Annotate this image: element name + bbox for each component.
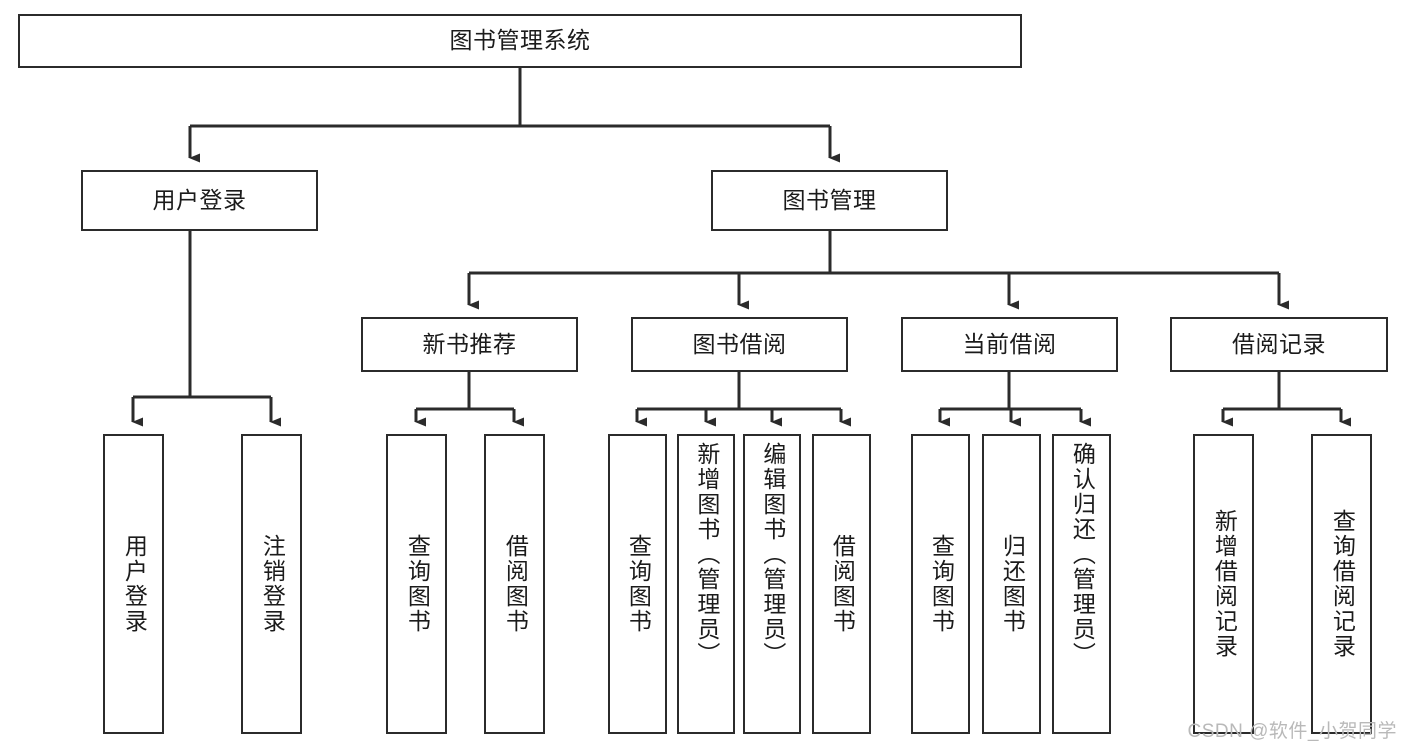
leaf-query-book-borrow-label: 查询图书	[625, 534, 652, 634]
node-borrow-record[interactable]: 借阅记录	[1170, 317, 1388, 372]
leaf-borrow-book-recommend[interactable]: 借阅图书	[484, 434, 545, 734]
leaf-edit-book-admin[interactable]: 编辑图书（管理员）	[743, 434, 801, 734]
leaf-borrow-book-label: 借阅图书	[829, 534, 856, 634]
leaf-add-borrow-record-label: 新增借阅记录	[1211, 509, 1238, 659]
leaf-logout[interactable]: 注销登录	[241, 434, 302, 734]
leaf-user-login[interactable]: 用户登录	[103, 434, 164, 734]
watermark: CSDN @软件_小贺同学	[1187, 721, 1397, 742]
leaf-return-book[interactable]: 归还图书	[982, 434, 1041, 734]
node-root[interactable]: 图书管理系统	[18, 14, 1022, 68]
leaf-query-book-recommend[interactable]: 查询图书	[386, 434, 447, 734]
leaf-query-borrow-record-label: 查询借阅记录	[1329, 509, 1356, 659]
node-borrow-record-label: 借阅记录	[1232, 330, 1326, 357]
node-new-book-recommend-label: 新书推荐	[422, 330, 517, 357]
leaf-confirm-return-admin[interactable]: 确认归还（管理员）	[1052, 434, 1111, 734]
leaf-query-borrow-record[interactable]: 查询借阅记录	[1311, 434, 1372, 734]
leaf-query-book-borrow[interactable]: 查询图书	[608, 434, 667, 734]
node-book-management-label: 图书管理	[782, 186, 877, 213]
node-current-borrow-label: 当前借阅	[962, 330, 1057, 357]
node-root-label: 图书管理系统	[449, 27, 591, 54]
leaf-add-borrow-record[interactable]: 新增借阅记录	[1193, 434, 1254, 734]
leaf-borrow-book[interactable]: 借阅图书	[812, 434, 871, 734]
node-user-login-label: 用户登录	[152, 186, 247, 213]
node-current-borrow[interactable]: 当前借阅	[901, 317, 1118, 372]
leaf-add-book-admin-label: 新增图书（管理员）	[693, 442, 720, 667]
leaf-borrow-book-recommend-label: 借阅图书	[502, 534, 529, 634]
node-book-borrow[interactable]: 图书借阅	[631, 317, 848, 372]
node-book-management[interactable]: 图书管理	[711, 170, 948, 231]
leaf-edit-book-admin-label: 编辑图书（管理员）	[759, 442, 786, 667]
leaf-query-book-current[interactable]: 查询图书	[911, 434, 970, 734]
node-book-borrow-label: 图书借阅	[692, 330, 787, 357]
leaf-logout-label: 注销登录	[259, 534, 286, 634]
node-new-book-recommend[interactable]: 新书推荐	[361, 317, 578, 372]
leaf-user-login-label: 用户登录	[121, 534, 148, 634]
leaf-return-book-label: 归还图书	[999, 534, 1026, 634]
node-user-login[interactable]: 用户登录	[81, 170, 318, 231]
leaf-query-book-current-label: 查询图书	[928, 534, 955, 634]
leaf-confirm-return-admin-label: 确认归还（管理员）	[1069, 442, 1096, 667]
leaf-add-book-admin[interactable]: 新增图书（管理员）	[677, 434, 735, 734]
leaf-query-book-recommend-label: 查询图书	[404, 534, 431, 634]
